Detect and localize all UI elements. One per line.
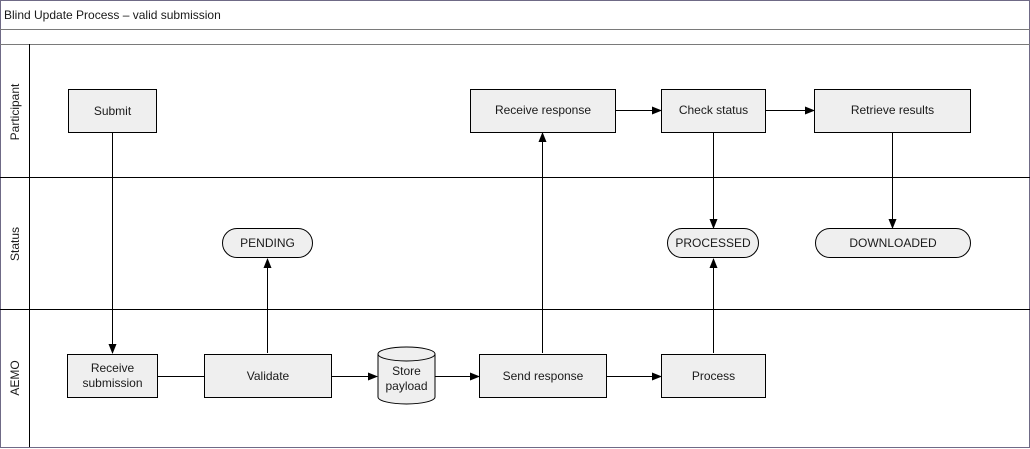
- downloaded-pill: [815, 228, 971, 258]
- receive-submission-label-line1: Receive: [91, 361, 135, 375]
- send-response-box: [479, 354, 607, 398]
- node-store-payload: Store payload: [377, 346, 436, 405]
- retrieve-results-label: Retrieve results: [851, 103, 934, 117]
- check-status-box: [661, 89, 766, 133]
- lane-label-participant: Participant: [8, 83, 22, 140]
- node-validate: Validate: [204, 354, 332, 398]
- store-payload-cylinder: [377, 346, 436, 405]
- validate-box: [204, 354, 332, 398]
- lane-label-status: Status: [8, 227, 22, 261]
- process-label: Process: [692, 369, 735, 383]
- node-retrieve-results: Retrieve results: [814, 89, 971, 133]
- node-receive-submission: Receive submission: [67, 354, 158, 398]
- node-send-response: Send response: [479, 354, 607, 398]
- node-processed: PROCESSED: [667, 228, 759, 258]
- downloaded-label: DOWNLOADED: [849, 236, 937, 250]
- node-pending: PENDING: [222, 228, 313, 258]
- receive-submission-label-line2: submission: [82, 376, 142, 390]
- receive-response-box: [470, 89, 616, 133]
- pending-pill: [222, 228, 313, 258]
- processed-label: PROCESSED: [675, 236, 751, 250]
- node-receive-response: Receive response: [470, 89, 616, 133]
- store-payload-label-line2: payload: [385, 379, 427, 393]
- submit-label: Submit: [94, 104, 132, 118]
- node-process: Process: [661, 354, 766, 398]
- store-payload-label-line1: Store: [392, 364, 421, 378]
- receive-response-label: Receive response: [495, 103, 591, 117]
- receive-submission-box: [67, 354, 158, 398]
- pending-label: PENDING: [240, 236, 295, 250]
- node-submit: Submit: [68, 89, 157, 133]
- process-box: [661, 354, 766, 398]
- node-downloaded: DOWNLOADED: [815, 228, 971, 258]
- retrieve-results-box: [814, 89, 971, 133]
- lane-label-aemo: AEMO: [8, 360, 22, 395]
- send-response-label: Send response: [503, 369, 584, 383]
- check-status-label: Check status: [679, 103, 748, 117]
- store-payload-cylinder-rim: [377, 353, 436, 362]
- processed-pill: [667, 228, 759, 258]
- node-check-status: Check status: [661, 89, 766, 133]
- diagram-title: Blind Update Process – valid submission: [4, 8, 221, 22]
- submit-box: [68, 89, 157, 133]
- validate-label: Validate: [247, 369, 290, 383]
